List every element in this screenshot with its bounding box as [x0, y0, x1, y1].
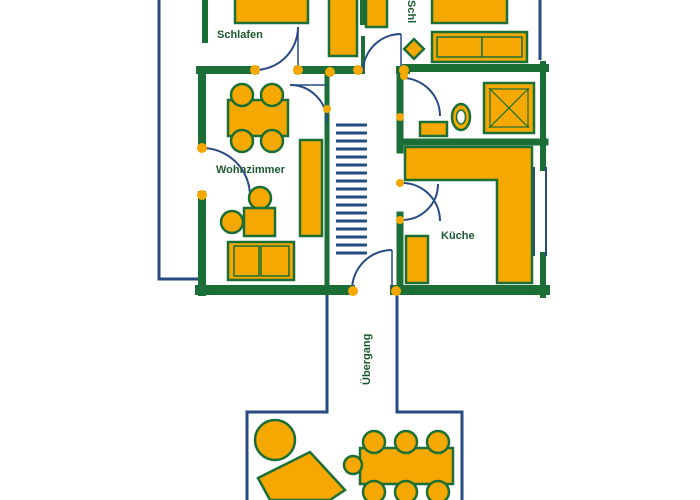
kitchen-cabinet-low — [404, 234, 430, 285]
bed-schlafen2 — [430, 0, 509, 25]
lounger-bottom — [256, 450, 347, 500]
coffee-table-wohn — [242, 206, 277, 238]
door-schlafen2 — [362, 33, 402, 73]
kitchen-counter — [403, 145, 534, 285]
room-label-schlafen2: Schl — [405, 0, 417, 23]
nightstand-schlafen2 — [364, 0, 389, 29]
staircase — [336, 123, 367, 255]
wardrobe-schlafen — [327, 0, 359, 58]
toilet-seat — [455, 109, 467, 125]
shower-detail — [488, 87, 530, 129]
outline-passage-left — [245, 290, 329, 500]
room-label-wohnzimmer: Wohnzimmer — [216, 164, 286, 176]
outline-passage-right — [395, 290, 464, 500]
furniture — [219, 0, 536, 500]
outer-outline — [157, 0, 542, 500]
nightstand-diamond — [402, 37, 426, 61]
door-wohn-left — [201, 147, 251, 196]
room-label-uebergang: Übergang — [360, 334, 373, 385]
vanity-bath — [418, 120, 449, 138]
outline-left-wing — [157, 0, 200, 281]
door-kueche — [401, 182, 441, 222]
room-label-kueche: Küche — [441, 230, 475, 242]
door-bath — [401, 77, 441, 117]
door-schlafen — [254, 26, 299, 71]
room-label-schlafen: Schlafen — [217, 29, 263, 41]
door-stair-bottom — [351, 249, 393, 291]
sideboard-wohn — [298, 138, 324, 238]
door-wohnzimmer — [289, 84, 328, 123]
doors — [201, 26, 441, 291]
bed-schlafen — [233, 0, 310, 25]
door-hinges — [197, 65, 409, 296]
door-kueche-low — [401, 183, 439, 221]
walls — [195, 0, 550, 298]
